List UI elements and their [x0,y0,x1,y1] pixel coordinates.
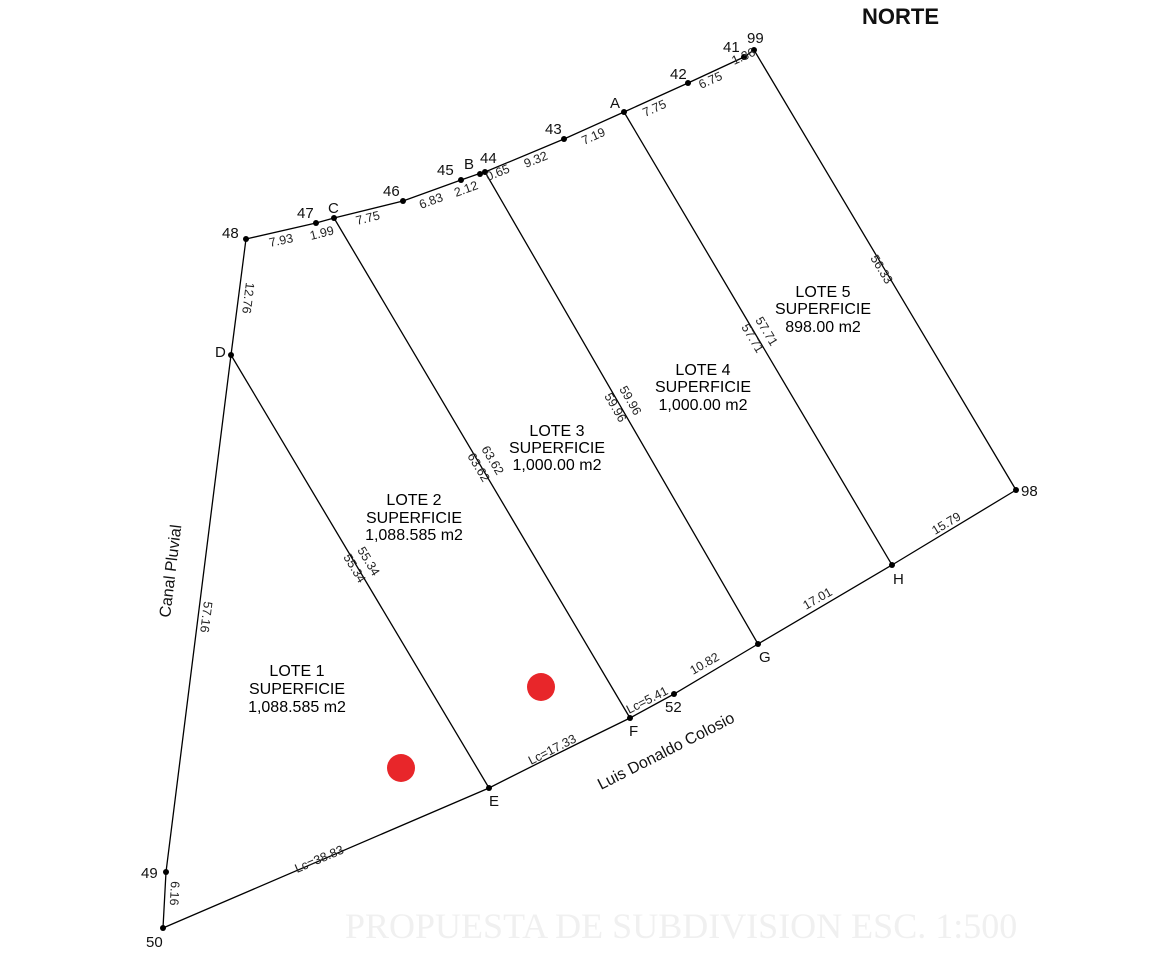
point-label-47: 47 [297,205,314,222]
point-label-g: G [759,649,771,666]
divider-c-f [333,217,631,719]
dim-canal: 57.16 [197,601,215,634]
vertex-dot [477,171,483,177]
point-label-46: 46 [383,183,400,200]
vertex-dot [755,641,761,647]
canal-label: Canal Pluvial [157,524,185,619]
vertex-labels: 99 41 42 A 43 44 B 45 46 C 47 48 D 49 50… [141,30,1038,951]
vertex-dot [685,80,691,86]
lot-1-caption: SUPERFICIE [249,681,345,698]
vertex-dot [482,169,488,175]
lot-4-area: 1,000.00 m2 [659,397,748,414]
lot-4-caption: SUPERFICIE [655,379,751,396]
point-label-a: A [610,95,620,112]
dim-48-47: 7.93 [268,231,295,250]
point-label-50: 50 [146,934,163,951]
point-label-52: 52 [665,699,682,716]
divider-b-g [484,171,759,645]
vertex-dot [400,198,406,204]
divider-d-e [230,354,490,789]
point-label-c: C [328,200,339,217]
dim-44-43: 9.32 [522,149,550,171]
lot-5-caption: SUPERFICIE [775,301,871,318]
dim-52-g: 10.82 [688,650,722,678]
vertex-dot [561,136,567,142]
boundary-east-edge [753,49,1017,491]
vertex-dot [163,869,169,875]
dim-lc-e-f: Lc=17.33 [526,732,579,768]
watermark-text: PROPUESTA DE SUBDIVISION ESC. 1:500 [345,906,1017,946]
vertex-dot [331,215,337,221]
dim-46-45: 6.83 [417,190,445,211]
point-label-43: 43 [545,121,562,138]
divider-a-h [623,111,893,566]
lot-2-label: LOTE 2 SUPERFICIE 1,088.585 m2 [365,492,463,544]
boundary-road-curve [162,717,631,929]
dim-c-46: 7.75 [354,208,381,227]
point-label-99: 99 [747,30,764,47]
vertex-dot [889,562,895,568]
vertex-dot [671,691,677,697]
point-label-h: H [893,571,904,588]
lot-5-name: LOTE 5 [795,284,850,301]
dim-48-d: 12.76 [239,282,257,315]
vertex-dot [741,54,747,60]
vertex-dot [627,715,633,721]
vertex-dot [243,236,249,242]
location-marker[interactable] [527,673,555,701]
vertex-dot [458,177,464,183]
point-label-48: 48 [222,225,239,242]
point-label-d: D [215,344,226,361]
lot-3-area: 1,000.00 m2 [513,457,602,474]
boundary-west-edge [162,238,247,929]
vertex-dot [313,220,319,226]
dim-lc-50-e: Lc=38.83 [293,843,346,876]
dim-47-c: 1.99 [308,223,335,242]
point-label-b: B [464,156,474,173]
lot-1-area: 1,088.585 m2 [248,699,346,716]
lot-2-name: LOTE 2 [386,492,441,509]
lot-2-caption: SUPERFICIE [366,510,462,527]
point-label-42: 42 [670,66,687,83]
boundary-dimensions: 12.76 57.16 6.16 Lc=38.83 Lc=17.33 Lc=5.… [167,252,964,906]
lot-1-label: LOTE 1 SUPERFICIE 1,088.585 m2 [248,663,346,716]
point-label-45: 45 [437,162,454,179]
dim-east-edge: 56.33 [867,252,895,286]
lot-5-area: 898.00 m2 [785,319,861,336]
dim-49-50: 6.16 [167,881,182,906]
lot-3-name: LOTE 3 [529,423,584,440]
point-label-44: 44 [480,150,497,167]
vertex-dots [160,47,1019,931]
dim-42-41: 6.75 [697,69,725,92]
lot-1-name: LOTE 1 [269,663,324,680]
point-label-e: E [489,793,499,810]
point-label-49: 49 [141,865,158,882]
dim-h-98: 15.79 [929,509,963,537]
vertex-dot [1013,487,1019,493]
lot-5-label: LOTE 5 SUPERFICIE 898.00 m2 [775,284,871,336]
vertex-dot [160,925,166,931]
vertex-dot [486,785,492,791]
location-marker[interactable] [387,754,415,782]
point-label-98: 98 [1021,483,1038,500]
lot-2-area: 1,088.585 m2 [365,527,463,544]
lot-4-label: LOTE 4 SUPERFICIE 1,000.00 m2 [655,362,751,414]
north-label: NORTE [862,4,939,29]
point-label-f: F [629,723,638,740]
lot-3-label: LOTE 3 SUPERFICIE 1,000.00 m2 [509,423,605,474]
point-label-41: 41 [723,39,740,56]
road-label: Luis Donaldo Colosio [595,710,738,794]
vertex-dot [751,47,757,53]
vertex-dot [228,352,234,358]
dim-a-42: 7.75 [641,97,669,120]
dim-43-a: 7.19 [580,125,608,148]
lot-3-caption: SUPERFICIE [509,440,605,457]
vertex-dot [621,109,627,115]
lot-4-name: LOTE 4 [675,362,730,379]
